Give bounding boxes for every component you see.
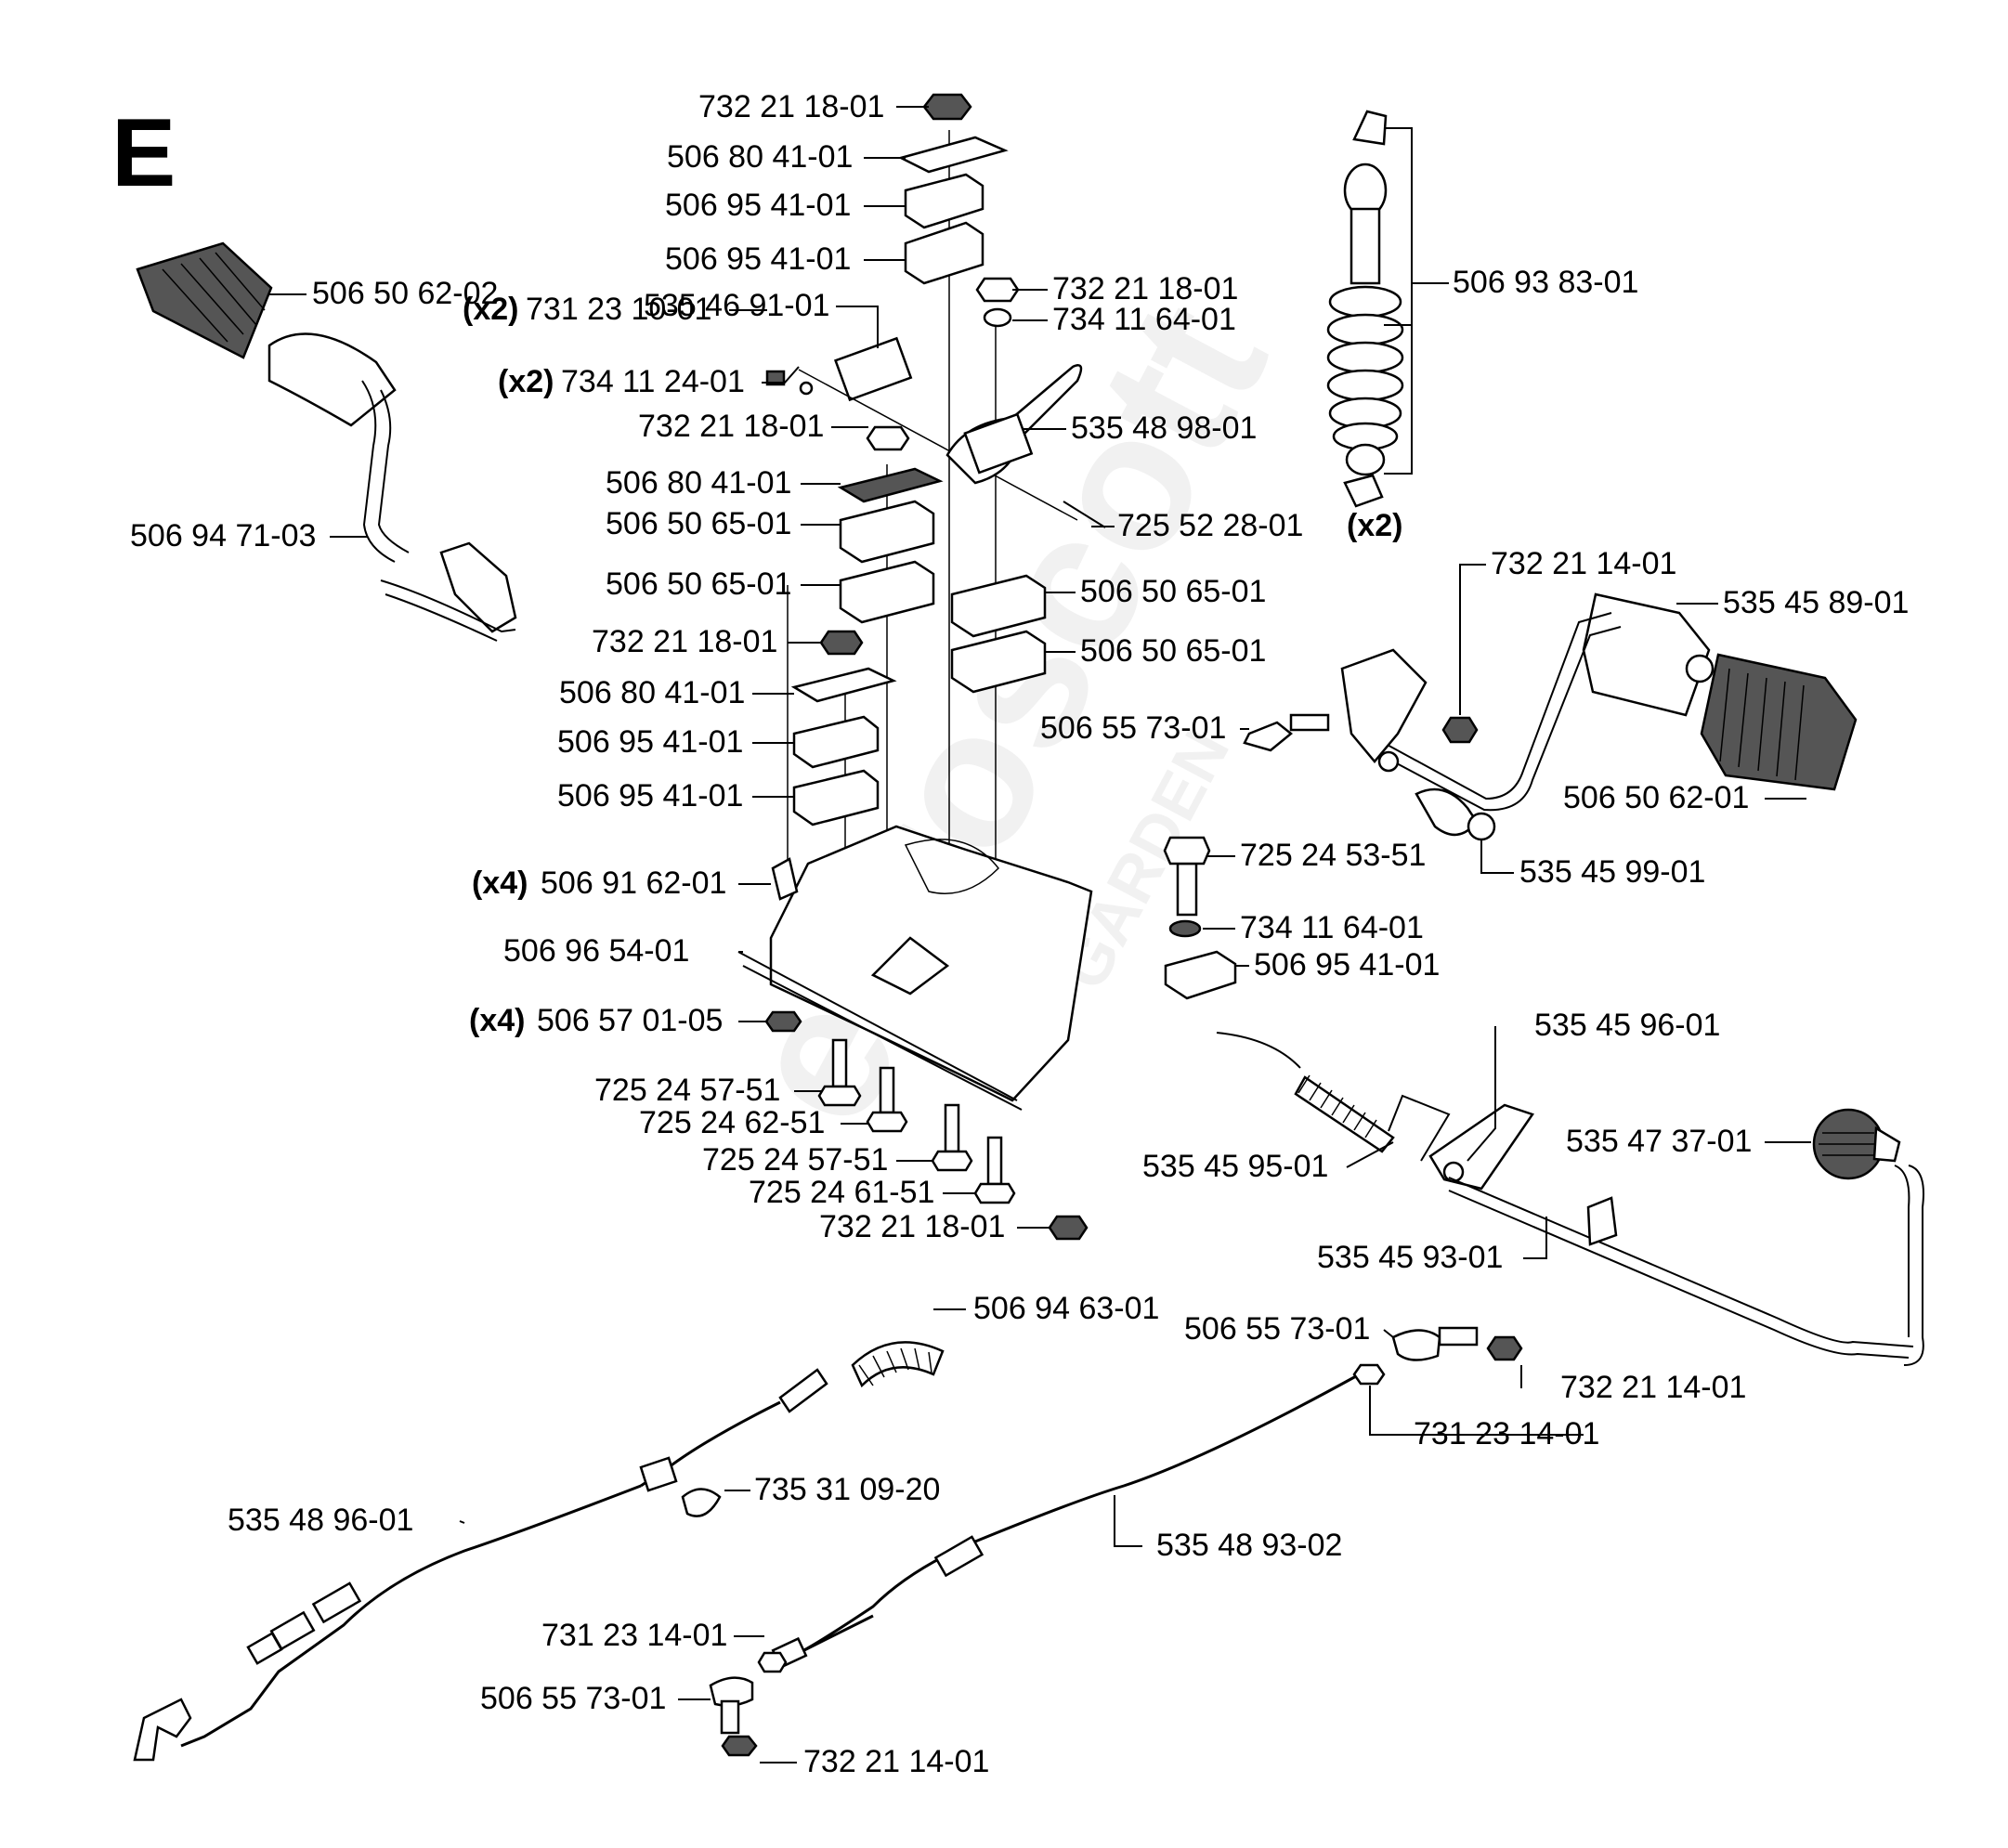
callout-actuator-screw-qty: (x2) bbox=[1347, 508, 1402, 543]
rod-assembly-drawing bbox=[1216, 1032, 1924, 1366]
callout-bolt-b: 725 24 62-51 bbox=[639, 1105, 825, 1140]
callout-pedal-arm-left: 506 94 71-03 bbox=[130, 518, 316, 553]
callout-shock: 506 93 83-01 bbox=[1453, 265, 1638, 300]
callout-mid-block-b: 506 50 65-01 bbox=[606, 566, 791, 602]
callout-pedal-pad-left: 506 50 62-02 bbox=[312, 276, 498, 311]
callout-base-screw-qty: (x4) bbox=[469, 1003, 525, 1038]
callout-switch-washer: 734 11 24-01 bbox=[561, 364, 745, 399]
callout-labels: 732 21 18-01 506 80 41-01 506 95 41-01 5… bbox=[130, 89, 1909, 1779]
callout-actuator-screw: 725 52 28-01 bbox=[1117, 508, 1303, 543]
callout-pedal-nut: 732 21 14-01 bbox=[1491, 546, 1676, 581]
section-letter: E bbox=[111, 99, 176, 207]
left-pedal-drawing bbox=[136, 241, 517, 642]
callout-base-plate: 506 96 54-01 bbox=[503, 933, 689, 969]
callout-bolt-c: 725 24 57-51 bbox=[702, 1142, 888, 1178]
callout-ball-joint-low: 506 55 73-01 bbox=[480, 1681, 666, 1716]
callout-clip: 735 31 09-20 bbox=[754, 1472, 940, 1507]
callout-top-block-b: 506 95 41-01 bbox=[665, 241, 851, 277]
callout-ball-joint-mid: 506 55 73-01 bbox=[1184, 1311, 1370, 1347]
callout-locknut-mid: 731 23 14-01 bbox=[1414, 1416, 1599, 1451]
callout-low-block-b: 506 95 41-01 bbox=[557, 778, 743, 813]
callout-pedal-pad-right: 506 50 62-01 bbox=[1563, 780, 1749, 815]
center-stack-drawing bbox=[737, 93, 1106, 1241]
callout-mid-nut: 732 21 18-01 bbox=[638, 409, 824, 444]
callout-mid-plate: 506 80 41-01 bbox=[606, 465, 791, 501]
right-pedal-drawing bbox=[1243, 592, 1858, 841]
callout-low-plate: 506 80 41-01 bbox=[559, 675, 745, 710]
callout-rivnut: 506 91 62-01 bbox=[541, 865, 726, 901]
callout-microswitch: 535 46 91-01 bbox=[644, 288, 829, 323]
callout-cable-right: 535 48 93-02 bbox=[1156, 1528, 1342, 1563]
callout-bracket: 535 45 96-01 bbox=[1534, 1008, 1720, 1043]
shock-drawing bbox=[1326, 110, 1404, 508]
callout-bolt-right: 725 24 53-51 bbox=[1240, 838, 1426, 873]
callout-low-block-a: 506 95 41-01 bbox=[557, 724, 743, 760]
callout-right-block-b: 506 50 65-01 bbox=[1080, 633, 1266, 669]
callout-switch-screw: 731 23 10-01 bbox=[526, 292, 711, 327]
callout-cable-left: 535 48 96-01 bbox=[228, 1503, 413, 1538]
callout-top-nut: 732 21 18-01 bbox=[698, 89, 884, 124]
callout-right-nut: 732 21 18-01 bbox=[1052, 271, 1238, 306]
callout-switch-screw-qty: (x2) bbox=[463, 292, 518, 327]
cables-drawing bbox=[133, 1326, 1523, 1762]
callout-knob: 535 47 37-01 bbox=[1566, 1124, 1752, 1159]
leader-lines bbox=[269, 106, 1811, 1763]
right-hardware-drawing bbox=[1163, 836, 1237, 1000]
callout-rivnut-qty: (x4) bbox=[472, 865, 528, 901]
callout-base-nut: 732 21 18-01 bbox=[819, 1209, 1005, 1244]
callout-nut-low: 732 21 14-01 bbox=[803, 1744, 989, 1779]
callout-ball-joint-right: 506 55 73-01 bbox=[1040, 710, 1226, 746]
callout-right-block-a: 506 50 65-01 bbox=[1080, 574, 1266, 609]
callout-mid-block-a: 506 50 65-01 bbox=[606, 506, 791, 541]
callout-low-nut: 732 21 18-01 bbox=[592, 624, 777, 659]
callout-nut-mid: 732 21 14-01 bbox=[1560, 1370, 1746, 1405]
callout-top-block-a: 506 95 41-01 bbox=[665, 188, 851, 223]
callout-spring-rod: 535 45 95-01 bbox=[1142, 1149, 1328, 1184]
callout-block-right-low: 506 95 41-01 bbox=[1254, 947, 1440, 983]
callout-pedal-bushing: 535 45 99-01 bbox=[1519, 854, 1705, 890]
callout-rod: 535 45 93-01 bbox=[1317, 1240, 1503, 1275]
callout-locknut-low: 731 23 14-01 bbox=[541, 1618, 727, 1653]
callout-bolt-a: 725 24 57-51 bbox=[594, 1073, 780, 1108]
callout-switch-washer-qty: (x2) bbox=[498, 364, 554, 399]
callout-right-washer: 734 11 64-01 bbox=[1052, 302, 1236, 337]
callout-base-screw: 506 57 01-05 bbox=[537, 1003, 723, 1038]
callout-bolt-d: 725 24 61-51 bbox=[749, 1175, 934, 1210]
callout-top-plate: 506 80 41-01 bbox=[667, 139, 853, 175]
callout-washer-right: 734 11 64-01 bbox=[1240, 910, 1424, 945]
callout-pedal-cover: 535 45 89-01 bbox=[1723, 585, 1909, 620]
callout-spring: 506 94 63-01 bbox=[973, 1291, 1159, 1326]
callout-actuator: 535 48 98-01 bbox=[1071, 410, 1257, 446]
